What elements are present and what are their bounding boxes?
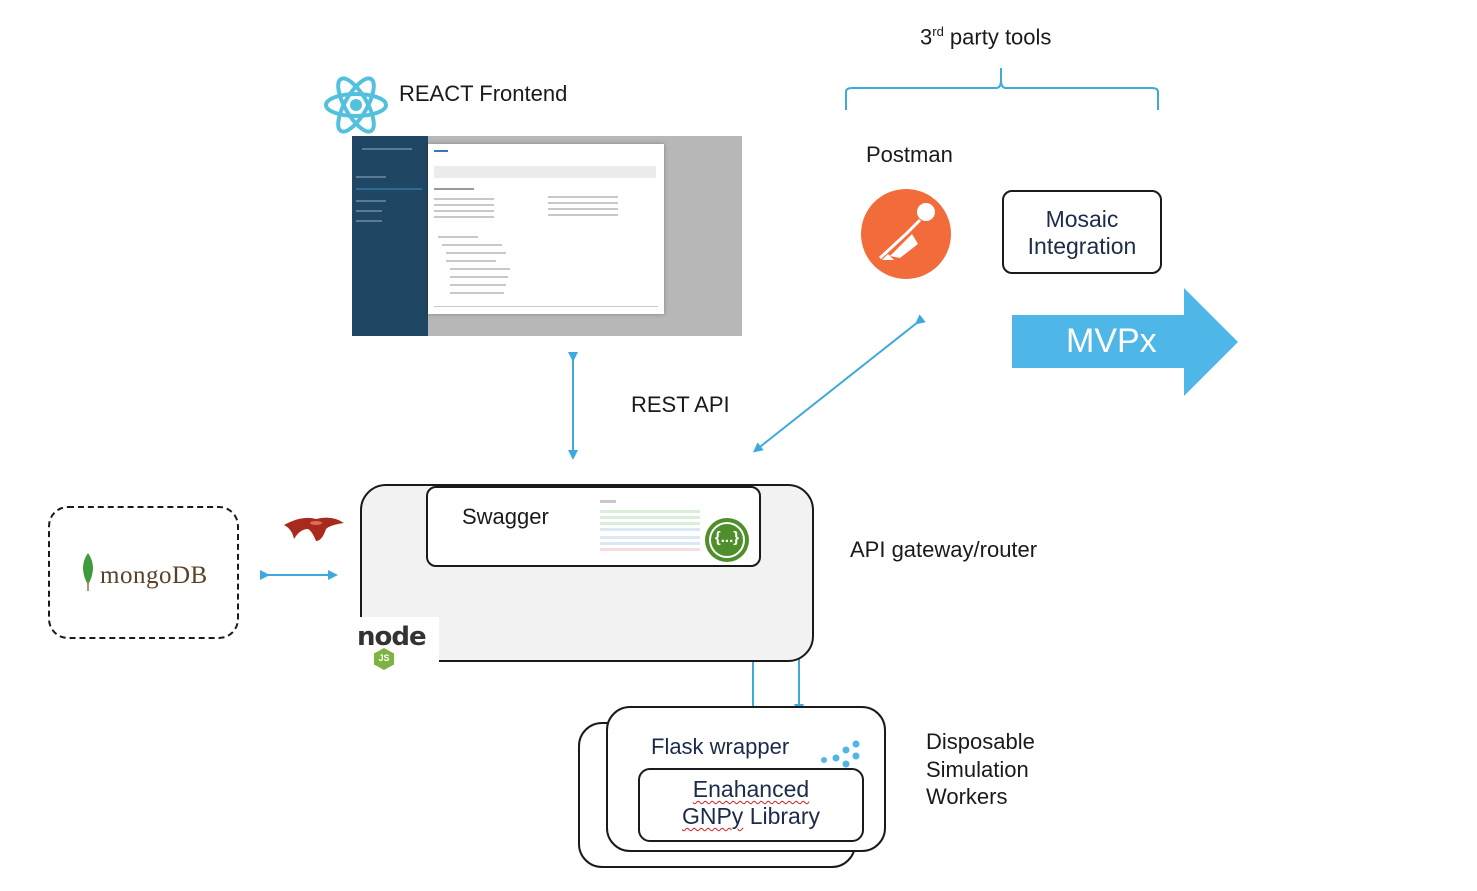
workers-label-line1: Disposable: [926, 729, 1035, 754]
react-frontend-label: REACT Frontend: [399, 81, 568, 106]
mosaic-label-line2: Integration: [1027, 233, 1137, 259]
gnpy-label-line1: Enahanced: [692, 776, 810, 802]
screenshot-sidebar: [352, 136, 428, 336]
api-gateway-label: API gateway/router: [850, 537, 1038, 562]
swagger-icon: [705, 518, 749, 562]
gnpy-label-line2: GNPy Library: [640, 803, 862, 830]
workers-label-line2: Simulation: [926, 756, 1029, 782]
redis-icon: [284, 517, 344, 541]
gnpy-library-box: Enahanced GNPy Library: [638, 768, 864, 842]
node-logo-box: [356, 617, 439, 673]
screenshot-modal: [428, 144, 664, 314]
mosaic-label-line1: Mosaic: [1045, 206, 1119, 232]
node-js-text: JS: [378, 653, 390, 663]
mongodb-leaf-icon: [83, 553, 93, 591]
react-icon: [324, 76, 388, 134]
swagger-screenshot: [600, 498, 718, 554]
workers-label-line3: Workers: [926, 784, 1008, 809]
node-logo-text: node: [357, 622, 427, 652]
third-party-tools-label: 3rd party tools: [920, 24, 1052, 50]
postman-gateway-arrow: [752, 314, 926, 453]
mongodb-label: mongoDB: [100, 562, 208, 589]
react-frontend-screenshot: [352, 136, 742, 336]
mvpx-arrow: [1012, 288, 1238, 396]
gnpy-word: GNPy: [681, 803, 744, 829]
swagger-icon-braces: {...}: [714, 529, 740, 546]
workers-label: Disposable Simulation Workers: [926, 728, 1035, 811]
mvpx-label: MVPx: [1066, 322, 1157, 360]
postman-label: Postman: [866, 142, 953, 167]
library-word: Library: [743, 803, 821, 829]
node-js-hexagon-icon: [374, 648, 394, 670]
mosaic-integration-box: Mosaic Integration: [1002, 190, 1162, 274]
flask-wrapper-label: Flask wrapper: [651, 734, 790, 759]
mongodb-box: [48, 506, 239, 639]
swagger-label: Swagger: [462, 504, 549, 529]
rest-api-label: REST API: [631, 392, 730, 417]
flask-dots-icon: [821, 740, 860, 768]
postman-icon: [861, 189, 951, 279]
